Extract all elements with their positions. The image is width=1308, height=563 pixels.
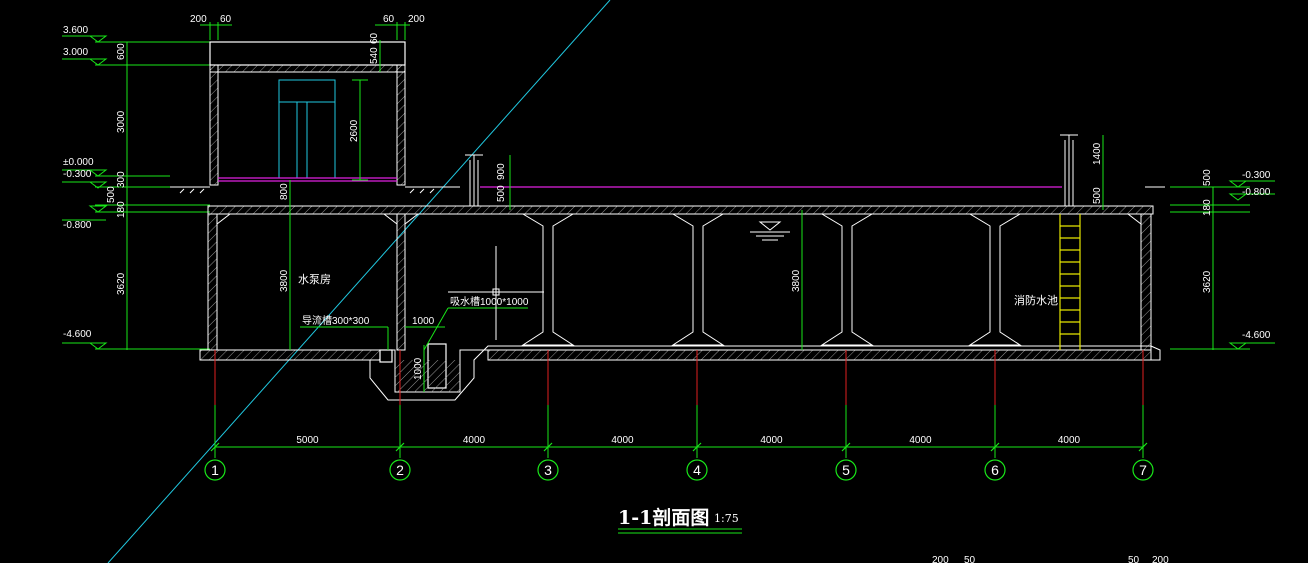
ground-line [170,186,1165,194]
top-dim-60-left: 60 [220,14,232,25]
drawing-title: 1-1剖面图 [618,506,709,529]
dim-3620: 3620 [116,272,127,295]
dim-500: 500 [106,186,117,203]
axis-bubble-4 [686,459,708,481]
axis-bubble-5 [835,459,857,481]
bottom-dim-50-left: 50 [964,555,976,563]
construction-line [107,0,611,563]
axis-bubble-6 [984,459,1006,481]
axis-label-3: 3 [544,462,552,478]
sump-note: 吸水槽1000*1000 [450,295,529,308]
span-dim-6: 4000 [1058,435,1081,446]
dim-pump-room-3800: 3800 [279,269,290,292]
right-dimension-chain [1170,180,1275,350]
bottom-dim-200-right: 200 [1152,555,1169,563]
vent-dim-500-left: 500 [496,185,507,202]
level-minus-0800: -0.800 [63,220,92,231]
right-level-minus-0300: -0.300 [1242,170,1271,181]
axis-label-6: 6 [991,462,999,478]
vent-dim-900: 900 [496,163,507,180]
ladder [1059,214,1081,350]
left-dimension-chain [62,35,210,350]
span-dim-4: 4000 [760,435,783,446]
span-dim-2: 4000 [463,435,486,446]
dim-180: 180 [116,201,127,218]
axis-label-1: 1 [211,462,219,478]
level-3600: 3.600 [63,25,88,36]
right-dim-500: 500 [1202,169,1213,186]
right-dim-180: 180 [1202,199,1213,216]
dim-600: 600 [116,43,127,60]
level-3000: 3.000 [63,47,88,58]
underground-structure [199,205,1161,401]
dim-door-2600: 2600 [349,119,360,142]
pump-room-label: 水泵房 [298,273,331,286]
top-dim-60-right: 60 [383,14,395,25]
top-dim-200-right: 200 [408,14,425,25]
columns [521,213,1022,346]
axis-bubble-2 [389,459,411,481]
dim-roof-540: 540 [369,47,380,64]
dim-pool-3800: 3800 [791,269,802,292]
dim-3000: 3000 [116,110,127,133]
axis-label-7: 7 [1139,462,1147,478]
diversion-note: 导流槽300*300 [302,314,370,327]
level-minus-4600: -4.600 [63,329,92,340]
right-level-minus-0800: -0.800 [1242,187,1271,198]
level-0000: ±0.000 [63,157,94,168]
dim-800: 800 [279,183,290,200]
cad-cursor [448,246,544,340]
vent-dim-500-right: 500 [1092,187,1103,204]
span-dim-3: 4000 [611,435,634,446]
vent-pipes [465,134,1104,210]
span-dim-1: 5000 [296,435,319,446]
dim-300: 300 [116,171,127,188]
top-dimensions [200,22,410,40]
right-level-minus-4600: -4.600 [1242,330,1271,341]
axis-label-4: 4 [693,462,701,478]
pump-house-superstructure [209,40,406,186]
right-dim-3620: 3620 [1202,270,1213,293]
bottom-dim-200-left: 200 [932,555,949,563]
axis-label-2: 2 [396,462,404,478]
axis-label-5: 5 [842,462,850,478]
dim-sump-width: 1000 [412,316,435,327]
vent-dim-1400: 1400 [1092,142,1103,165]
bottom-dim-50-right: 50 [1128,555,1140,563]
axis-bubble-1 [204,459,226,481]
fire-pool-label: 消防水池 [1014,293,1058,307]
drawing-scale: 1:75 [714,512,739,525]
dim-sump-depth: 1000 [413,357,424,380]
dim-roof-60: 60 [369,32,380,44]
axis-bubble-7 [1132,459,1154,481]
axis-grid: 1 2 3 4 5 6 7 5000 4000 4000 4000 4000 4000 [204,350,1154,481]
span-dim-5: 4000 [909,435,932,446]
level-minus-0300: -0.300 [63,169,92,180]
top-dim-200-left: 200 [190,14,207,25]
axis-bubble-3 [537,459,559,481]
water-level-symbol [750,221,790,241]
